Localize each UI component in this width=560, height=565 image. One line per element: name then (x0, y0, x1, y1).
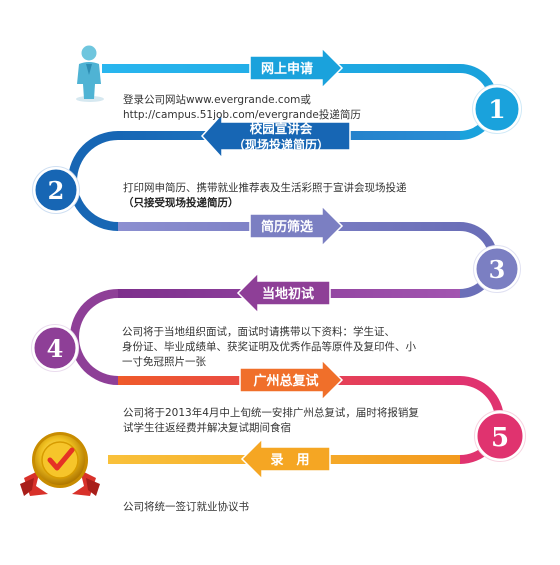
step-arrow-5 (239, 358, 344, 402)
step-4-title: 当地初试 (262, 286, 314, 302)
step-2-note: （只接受现场投递简历） (123, 197, 239, 209)
step-arrow-6 (240, 437, 331, 481)
step-4-desc-line: 公司将于当地组织面试，面试时请携带以下资料：学生证、 (122, 326, 395, 338)
step-2-number: 2 (48, 176, 65, 205)
step-6-description: 公司将统一签订就业协议书 (123, 500, 423, 515)
step-arrow-4 (236, 271, 331, 315)
step-2-desc-line: 打印网申简历、携带就业推荐表及生活彩照于宣讲会现场投递 (123, 182, 407, 194)
step-1-desc-line: 登录公司网站www.evergrande.com或 (123, 94, 311, 106)
step-arrow-2 (200, 112, 351, 160)
step-1-number: 1 (488, 95, 505, 124)
step-3-title: 简历筛选 (261, 219, 313, 235)
step-3-number: 3 (489, 255, 506, 284)
step-1-description: 登录公司网站www.evergrande.com或 http://campus.… (123, 93, 453, 123)
step-arrow-1 (249, 46, 344, 90)
step-2-description: 打印网申简历、携带就业推荐表及生活彩照于宣讲会现场投递 （只接受现场投递简历） (123, 181, 463, 211)
step-4-number: 4 (47, 334, 64, 363)
step-6-title: 录 用 (270, 453, 309, 468)
step-4-badge: 4 (31, 324, 79, 372)
step-2-title: 校园宣讲会 (250, 121, 313, 136)
step-3-badge: 3 (473, 245, 521, 293)
step-5-description: 公司将于2013年4月中上旬统一安排广州总复试，届时将报销复 试学生往返经费并解… (123, 406, 463, 436)
step-2-subtitle: （现场投递简历） (233, 137, 329, 152)
step-1-badge: 1 (472, 84, 522, 134)
person-icon (76, 45, 104, 102)
step-4-desc-line: 一寸免冠照片一张 (122, 356, 206, 368)
step-5-number: 5 (491, 423, 509, 453)
step-5-title: 广州总复试 (253, 373, 318, 389)
step-4-description: 公司将于当地组织面试，面试时请携带以下资料：学生证、 身份证、毕业成绩单、获奖证… (122, 325, 462, 370)
gold-medal-icon (20, 432, 100, 496)
step-1-desc-line: http://campus.51job.com/evergrande投递简历 (123, 109, 361, 121)
step-arrow-3 (249, 204, 344, 248)
step-5-desc-line: 公司将于2013年4月中上旬统一安排广州总复试，届时将报销复 (123, 407, 419, 419)
step-2-badge: 2 (32, 166, 80, 214)
step-6-desc-line: 公司将统一签订就业协议书 (123, 501, 249, 513)
step-4-desc-line: 身份证、毕业成绩单、获奖证明及优秀作品等原件及复印件、小 (122, 341, 416, 353)
step-1-title: 网上申请 (261, 61, 313, 77)
step-5-badge: 5 (474, 410, 526, 462)
step-5-desc-line: 试学生往返经费并解决复试期间食宿 (123, 422, 291, 434)
